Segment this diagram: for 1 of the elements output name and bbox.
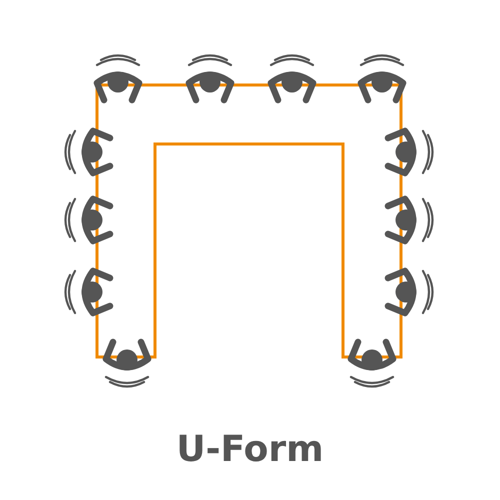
title: U-Form [175, 428, 325, 472]
